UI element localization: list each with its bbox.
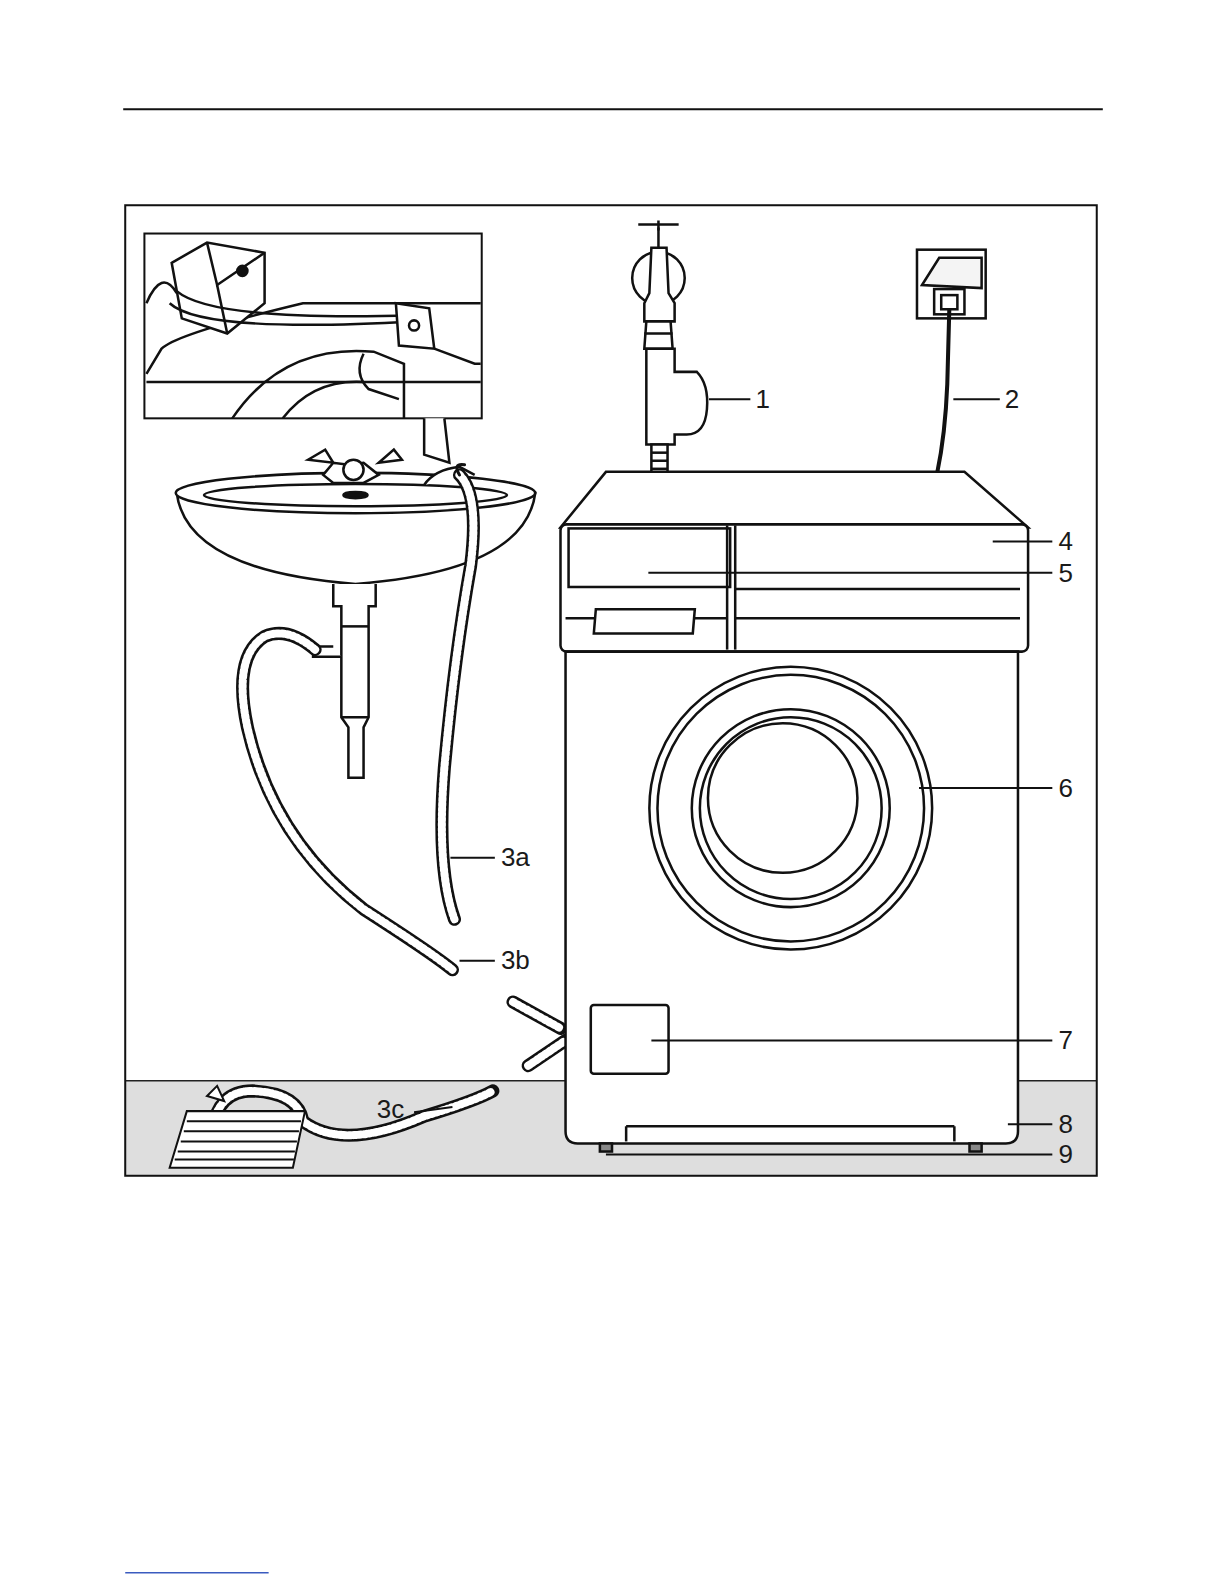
callout-number: 7 <box>1058 1025 1072 1055</box>
callout-number: 3c <box>377 1094 404 1124</box>
callout-number: 3a <box>501 842 530 872</box>
callout-number: 4 <box>1058 526 1072 556</box>
callout-number: 2 <box>1005 384 1019 414</box>
callout-number: 5 <box>1058 558 1072 588</box>
callout-number: 6 <box>1058 773 1072 803</box>
callout-number: 8 <box>1058 1109 1072 1139</box>
callout-number: 1 <box>755 384 769 414</box>
callout-number: 9 <box>1058 1139 1072 1169</box>
callout-number: 3b <box>501 945 530 975</box>
